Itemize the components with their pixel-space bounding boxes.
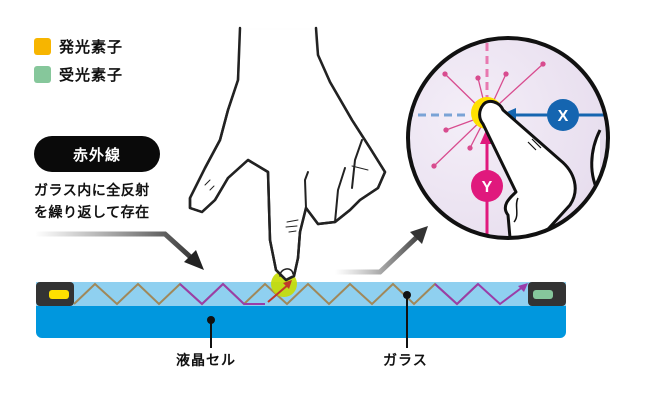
description-line-1: ガラス内に全反射 <box>34 183 150 199</box>
infrared-label: 赤外線 <box>72 145 121 164</box>
emitter-swatch <box>34 38 51 55</box>
legend-item-receiver: 受光素子 <box>34 64 123 85</box>
zoom-arrow <box>335 226 428 275</box>
hand-illustration <box>188 26 387 282</box>
ir-zigzag-purple-1 <box>179 282 265 306</box>
emitter <box>49 290 69 299</box>
lcd-leader <box>207 316 215 348</box>
glass-leader <box>403 291 411 348</box>
x-badge <box>547 99 579 131</box>
receiver <box>533 290 553 299</box>
legend-label-emitter: 発光素子 <box>59 38 124 56</box>
infrared-description: ガラス内に全反射 を繰り返して存在 <box>34 180 150 224</box>
description-line-2: を繰り返して存在 <box>34 205 150 221</box>
infrared-pill: 赤外線 <box>34 136 160 172</box>
legend-item-emitter: 発光素子 <box>34 36 123 57</box>
svg-text:X: X <box>558 108 569 125</box>
lcd-label: 液晶セル <box>176 353 236 369</box>
legend-label-receiver: 受光素子 <box>59 66 124 84</box>
receiver-swatch <box>34 66 51 83</box>
glass-layer <box>36 282 566 306</box>
svg-text:Y: Y <box>482 179 493 196</box>
y-badge <box>471 170 503 202</box>
glass-label: ガラス <box>383 353 428 369</box>
callout-arrow <box>35 231 204 270</box>
ir-zigzag-purple-2 <box>434 282 525 306</box>
zoom-view: X Y <box>406 36 610 240</box>
